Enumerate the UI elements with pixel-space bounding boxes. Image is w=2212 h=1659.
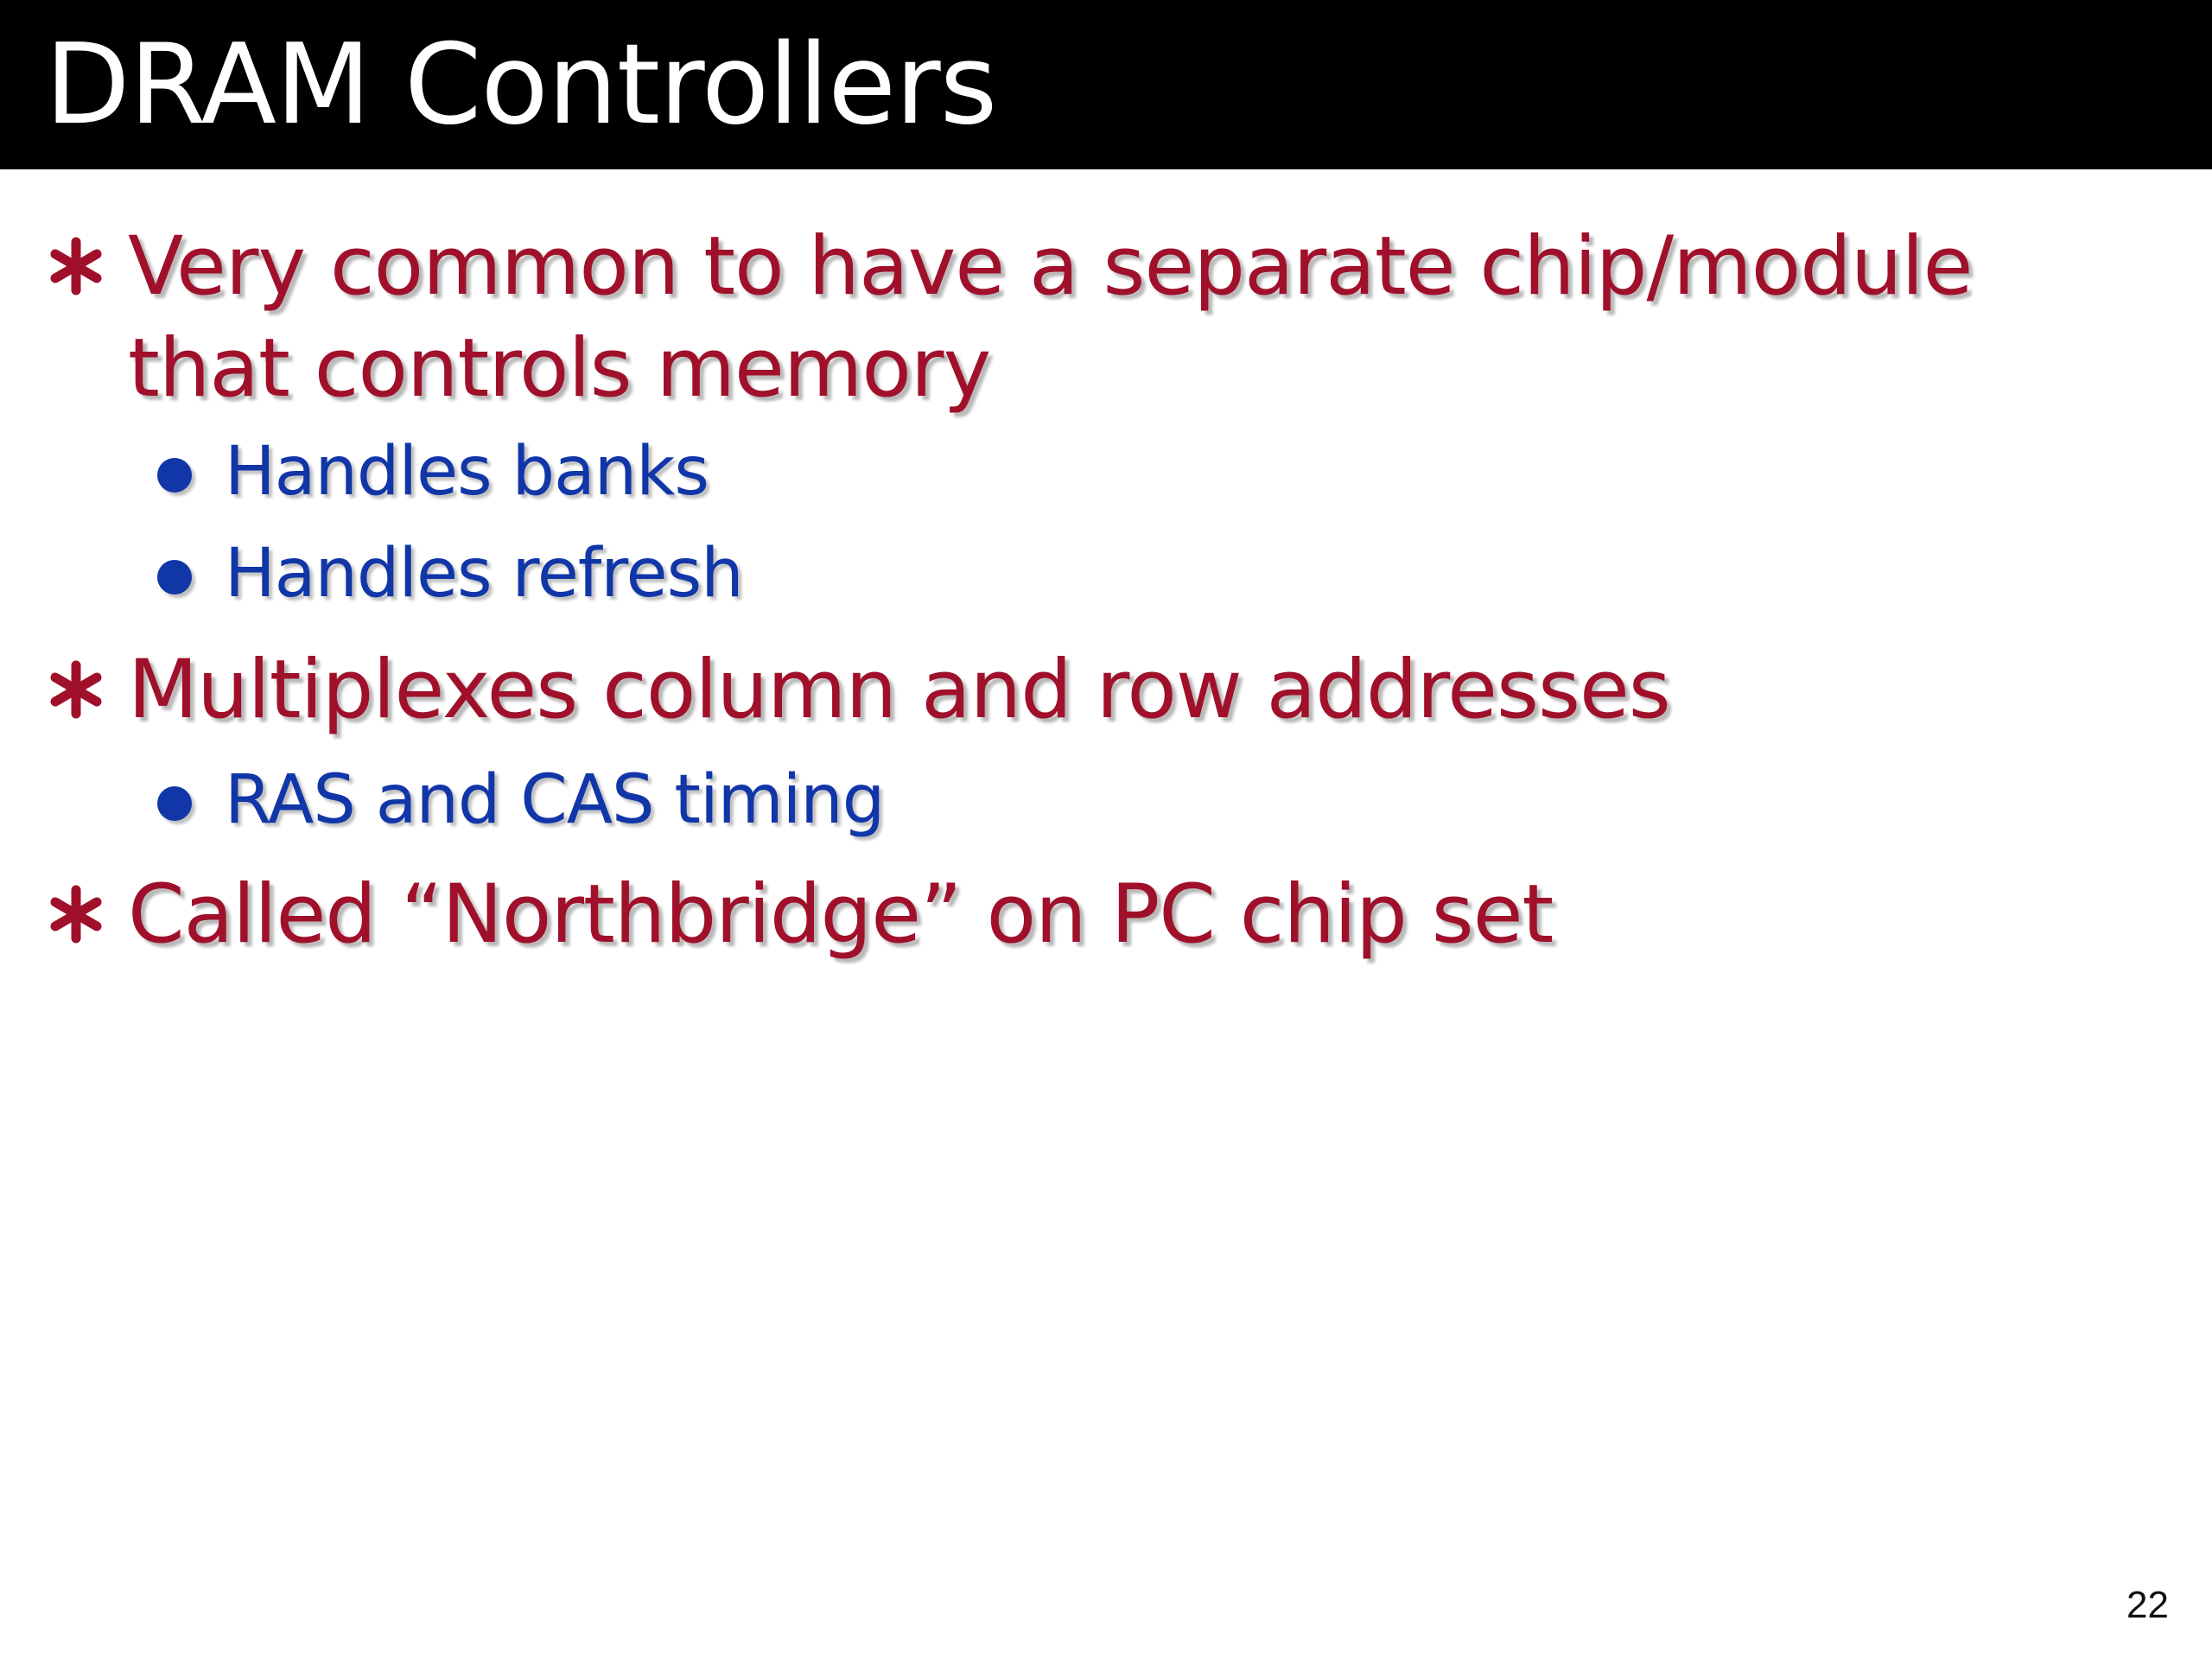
- bullet-dot-icon: [157, 458, 192, 493]
- slide-title: DRAM Controllers: [45, 21, 997, 149]
- bullet-text: Handles refresh: [225, 535, 744, 613]
- bullet-level1-item: Multiplexes column and row addresses: [50, 639, 2115, 741]
- bullet-text: Called “Northbridge” on PC chip set: [128, 868, 1554, 962]
- asterisk-icon: [50, 885, 102, 944]
- bullet-level2-item: RAS and CAS timing: [157, 757, 2126, 843]
- bullet-text: Very common to have a separate chip/modu…: [128, 219, 1973, 416]
- bullet-text: Multiplexes column and row addresses: [128, 643, 1671, 737]
- bullet-text: Handles banks: [225, 433, 709, 511]
- asterisk-icon: [50, 237, 102, 296]
- bullet-dot-icon: [157, 560, 192, 594]
- bullet-dot-icon: [157, 786, 192, 821]
- bullet-text: RAS and CAS timing: [225, 761, 885, 839]
- asterisk-icon: [50, 660, 102, 719]
- bullet-level1-item: Very common to have a separate chip/modu…: [50, 216, 2115, 420]
- bullet-level2-item: Handles banks: [157, 429, 2126, 515]
- bullet-level2-item: Handles refresh: [157, 531, 2126, 617]
- title-bar: DRAM Controllers: [0, 0, 2212, 169]
- page-number: 22: [2126, 1584, 2169, 1626]
- bullet-level1-item: Called “Northbridge” on PC chip set: [50, 864, 2115, 966]
